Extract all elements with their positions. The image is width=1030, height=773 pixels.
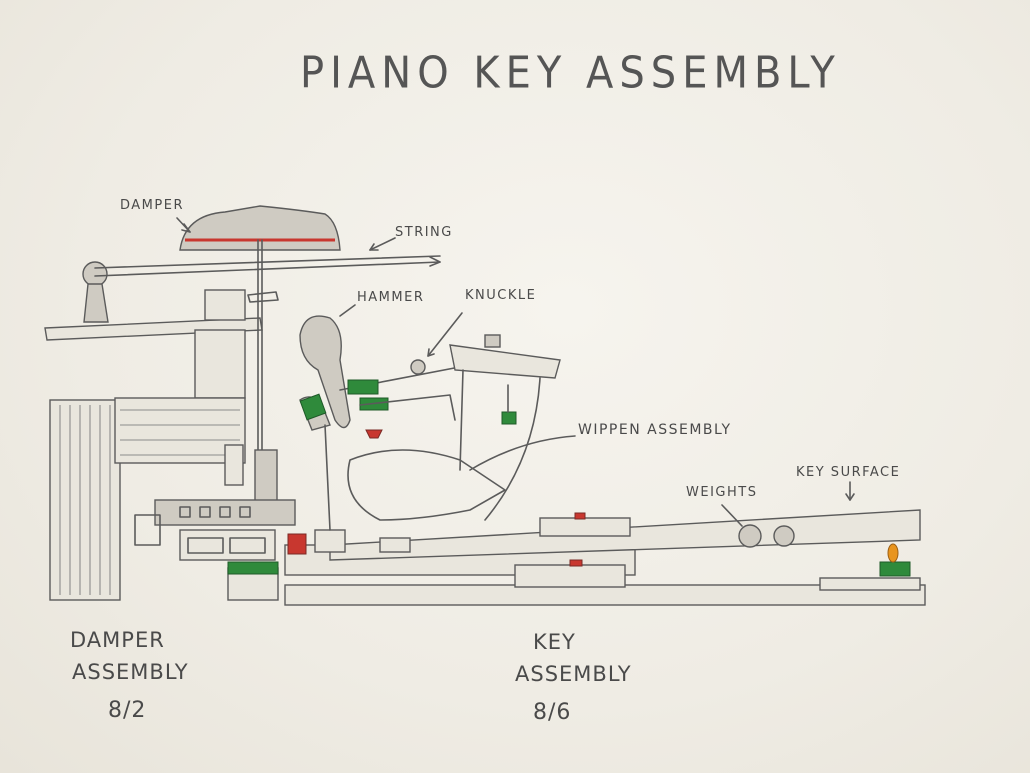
front-rail-felt xyxy=(879,561,911,577)
label-weights: WEIGHTS xyxy=(686,485,758,500)
key-assembly-drawing xyxy=(284,509,926,606)
damper-knob xyxy=(82,261,108,287)
damper-head xyxy=(179,205,341,251)
caption-damper-line2: ASSEMBLY xyxy=(72,660,189,684)
caption-damper-date: 8/2 xyxy=(108,698,147,723)
damper-assembly-drawing xyxy=(44,205,441,601)
front-rail-pin xyxy=(887,543,899,563)
knuckle-roller xyxy=(410,359,426,375)
hammer-head xyxy=(299,315,351,429)
caption-key-line2: ASSEMBLY xyxy=(515,662,632,686)
action-drawing xyxy=(299,315,561,531)
capstan-felt xyxy=(287,533,307,555)
damper-block xyxy=(194,329,246,399)
label-leaders xyxy=(176,217,855,527)
label-wippen-assembly: WIPPEN ASSEMBLY xyxy=(578,422,732,438)
label-hammer: HAMMER xyxy=(357,290,425,305)
diagram-title: PIANO KEY ASSEMBLY xyxy=(300,47,841,99)
damper-lever-block xyxy=(114,397,246,464)
label-knuckle: KNUCKLE xyxy=(465,288,537,303)
label-key-surface: KEY SURFACE xyxy=(796,465,901,480)
damper-wire-block xyxy=(204,289,246,321)
left-frame-block xyxy=(49,399,121,601)
label-string: STRING xyxy=(395,225,453,240)
key-weight-1 xyxy=(738,524,762,548)
small-block xyxy=(224,444,244,486)
label-damper: DAMPER xyxy=(120,198,184,213)
caption-key-date: 8/6 xyxy=(533,700,572,725)
caption-key-line1: KEY xyxy=(533,630,576,654)
hammer-felt xyxy=(347,379,379,395)
caption-damper-line1: DAMPER xyxy=(70,628,165,652)
damper-lever xyxy=(154,499,296,526)
wippen-top xyxy=(449,344,561,379)
balance-rail xyxy=(514,564,626,588)
key-weight-2 xyxy=(773,525,795,547)
